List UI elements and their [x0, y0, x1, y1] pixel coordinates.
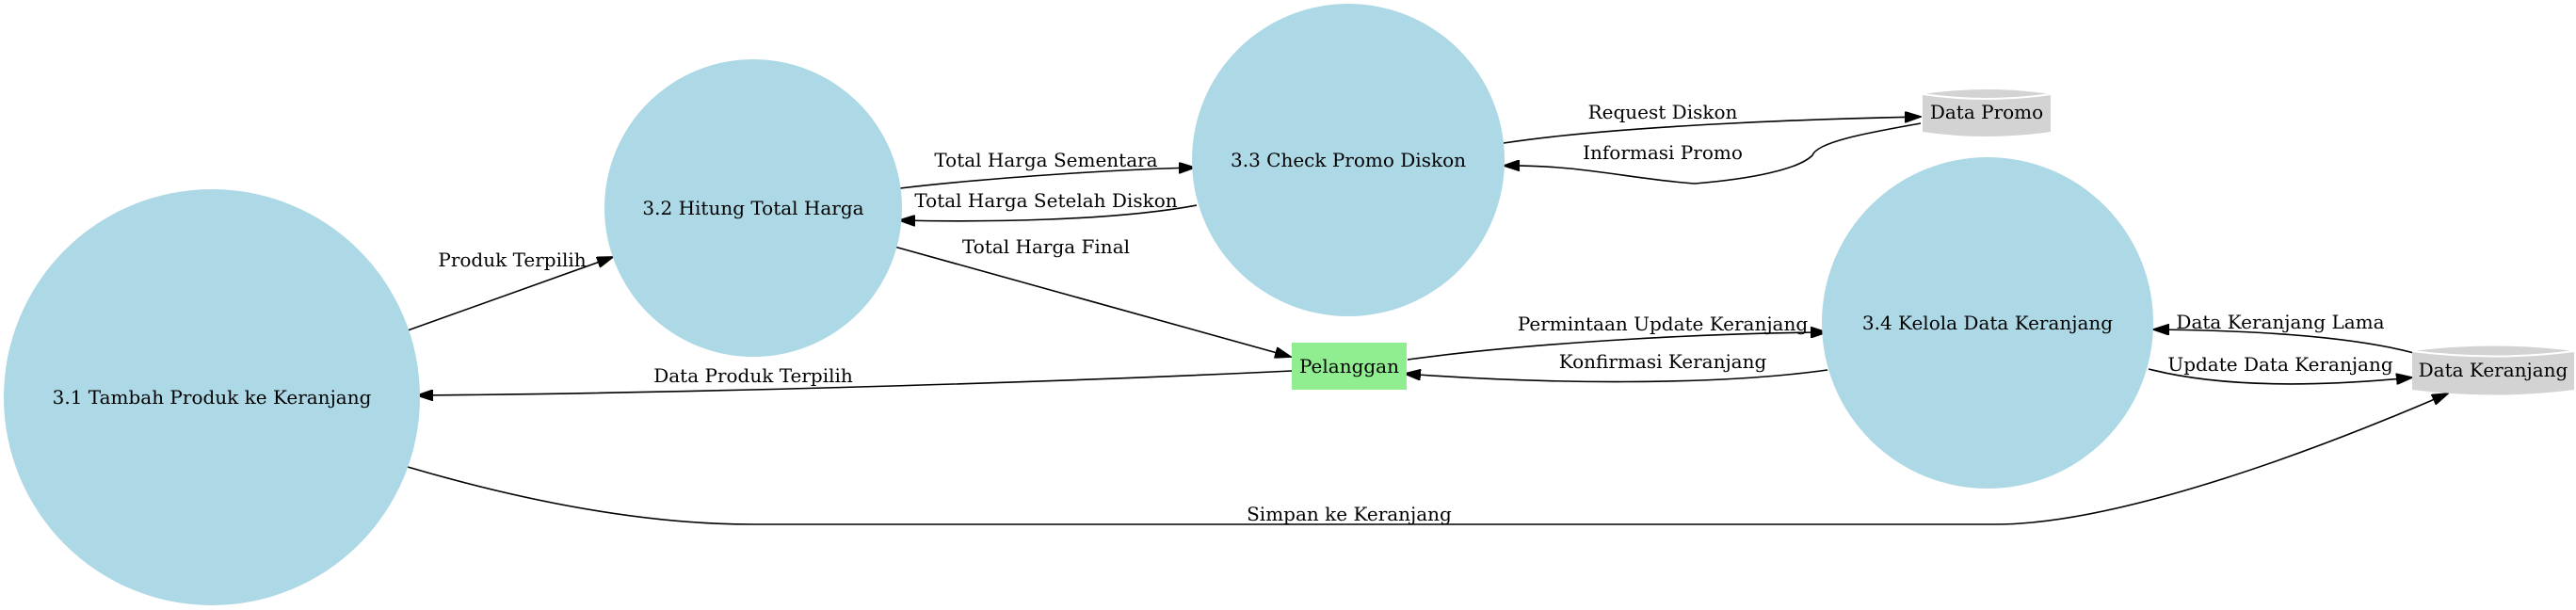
flow-informasi-promo-line: [1504, 122, 1922, 185]
label-simpan-ke-keranjang: Simpan ke Keranjang: [1247, 503, 1452, 525]
process-3-3[interactable]: 3.3 Check Promo Diskon: [1192, 4, 1505, 316]
process-3-2-circle: [604, 59, 902, 357]
edges: [407, 117, 2448, 525]
entity-pelanggan[interactable]: Pelanggan: [1292, 343, 1407, 390]
label-data-produk-terpilih: Data Produk Terpilih: [653, 364, 853, 387]
store-data-keranjang[interactable]: Data Keranjang: [2411, 345, 2575, 395]
entity-pelanggan-box: [1292, 343, 1407, 390]
process-3-1[interactable]: 3.1 Tambah Produk ke Keranjang: [4, 189, 420, 605]
store-data-promo-rim: [1922, 93, 2052, 100]
store-data-keranjang-shape: [2412, 345, 2574, 395]
store-data-promo-label: Data Promo: [1930, 101, 2043, 123]
entity-pelanggan-label: Pelanggan: [1299, 355, 1399, 377]
flow-permintaan-update-line: [1407, 332, 1827, 361]
process-3-1-circle: [4, 189, 420, 605]
label-total-harga-final: Total Harga Final: [962, 235, 1130, 258]
label-total-harga-sementara: Total Harga Sementara: [934, 149, 1157, 171]
process-3-4-label: 3.4 Kelola Data Keranjang: [1862, 312, 2113, 334]
process-3-3-circle: [1192, 4, 1505, 316]
label-informasi-promo: Informasi Promo: [1583, 141, 1743, 164]
flow-total-harga-final-line: [894, 246, 1291, 357]
process-3-3-label: 3.3 Check Promo Diskon: [1231, 149, 1466, 171]
label-produk-terpilih: Produk Terpilih: [438, 249, 586, 271]
process-3-4[interactable]: 3.4 Kelola Data Keranjang: [1822, 157, 2153, 489]
flow-simpan-ke-keranjang-line: [407, 393, 2448, 525]
store-data-promo-shape: [1923, 89, 2051, 136]
flow-request-diskon-line: [1503, 117, 1921, 144]
process-3-4-circle: [1822, 157, 2153, 489]
store-data-keranjang-label: Data Keranjang: [2419, 359, 2568, 381]
process-3-1-label: 3.1 Tambah Produk ke Keranjang: [53, 386, 372, 409]
store-data-keranjang-rim: [2411, 350, 2575, 358]
flow-update-data-keranjang-line: [2148, 368, 2412, 385]
flow-produk-terpilih-line: [407, 257, 613, 331]
flow-data-keranjang-lama-line: [2153, 329, 2415, 354]
label-permintaan-update-keranjang: Permintaan Update Keranjang: [1518, 313, 1809, 335]
process-3-2-label: 3.2 Hitung Total Harga: [642, 197, 863, 219]
label-update-data-keranjang: Update Data Keranjang: [2167, 353, 2393, 376]
flow-total-harga-setelah-diskon-line: [899, 204, 1198, 221]
edge-labels: Produk Terpilih Total Harga Sementara To…: [438, 101, 2392, 525]
flow-konfirmasi-keranjang-line: [1405, 370, 1828, 383]
label-konfirmasi-keranjang: Konfirmasi Keranjang: [1559, 350, 1767, 373]
label-total-harga-setelah-diskon: Total Harga Setelah Diskon: [914, 189, 1177, 212]
label-request-diskon: Request Diskon: [1588, 101, 1738, 123]
store-data-promo[interactable]: Data Promo: [1922, 89, 2052, 136]
label-data-keranjang-lama: Data Keranjang Lama: [2176, 311, 2384, 333]
flow-total-harga-sementara-line: [899, 168, 1195, 189]
flow-data-produk-terpilih-line: [417, 370, 1293, 395]
process-3-2[interactable]: 3.2 Hitung Total Harga: [604, 59, 902, 357]
